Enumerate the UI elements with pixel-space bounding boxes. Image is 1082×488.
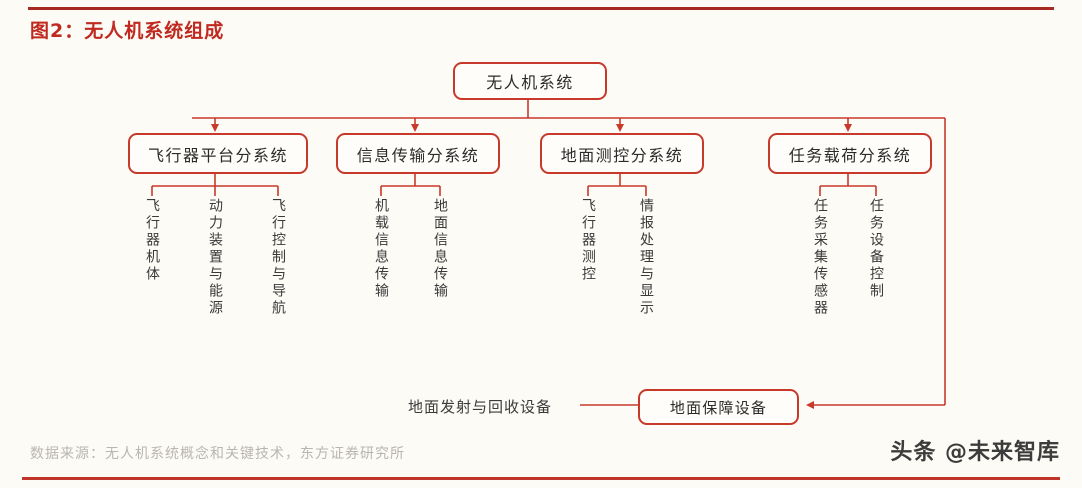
leaf-1-1: 飞行器机体 bbox=[144, 198, 160, 283]
leaf-2-2: 地面信息传输 bbox=[432, 198, 448, 300]
leaf-1-3: 飞行控制与导航 bbox=[270, 198, 286, 317]
node-root-label: 无人机系统 bbox=[486, 73, 574, 92]
leaf-1-2: 动力装置与能源 bbox=[207, 198, 223, 317]
node-subsystem-2-label: 信息传输分系统 bbox=[356, 145, 480, 165]
node-root[interactable]: 无人机系统 bbox=[453, 62, 607, 100]
node-subsystem-2[interactable]: 信息传输分系统 bbox=[336, 133, 500, 174]
leaf-3-2: 情报处理与显示 bbox=[638, 198, 654, 317]
node-subsystem-4[interactable]: 任务载荷分系统 bbox=[768, 133, 932, 174]
leaf-4-2: 任务设备控制 bbox=[868, 198, 884, 300]
watermark: 头条 @未来智库 bbox=[890, 440, 1060, 465]
support-plain-label: 地面发射与回收设备 bbox=[408, 398, 553, 416]
node-support-equipment-label: 地面保障设备 bbox=[669, 398, 768, 417]
source-note: 数据来源：无人机系统概念和关键技术，东方证券研究所 bbox=[30, 446, 405, 462]
node-support-equipment[interactable]: 地面保障设备 bbox=[638, 389, 799, 425]
bottom-divider bbox=[22, 477, 1060, 480]
figure-title: 图2：无人机系统组成 bbox=[30, 20, 225, 42]
leaf-3-1: 飞行器测控 bbox=[580, 198, 596, 283]
node-subsystem-1-label: 飞行器平台分系统 bbox=[147, 145, 288, 165]
node-subsystem-3-label: 地面测控分系统 bbox=[560, 145, 684, 165]
leaf-4-1: 任务采集传感器 bbox=[812, 198, 828, 317]
node-subsystem-3[interactable]: 地面测控分系统 bbox=[540, 133, 704, 174]
top-divider bbox=[28, 7, 1054, 10]
node-subsystem-4-label: 任务载荷分系统 bbox=[788, 145, 912, 165]
node-subsystem-1[interactable]: 飞行器平台分系统 bbox=[128, 133, 308, 174]
leaf-2-1: 机载信息传输 bbox=[373, 198, 389, 300]
